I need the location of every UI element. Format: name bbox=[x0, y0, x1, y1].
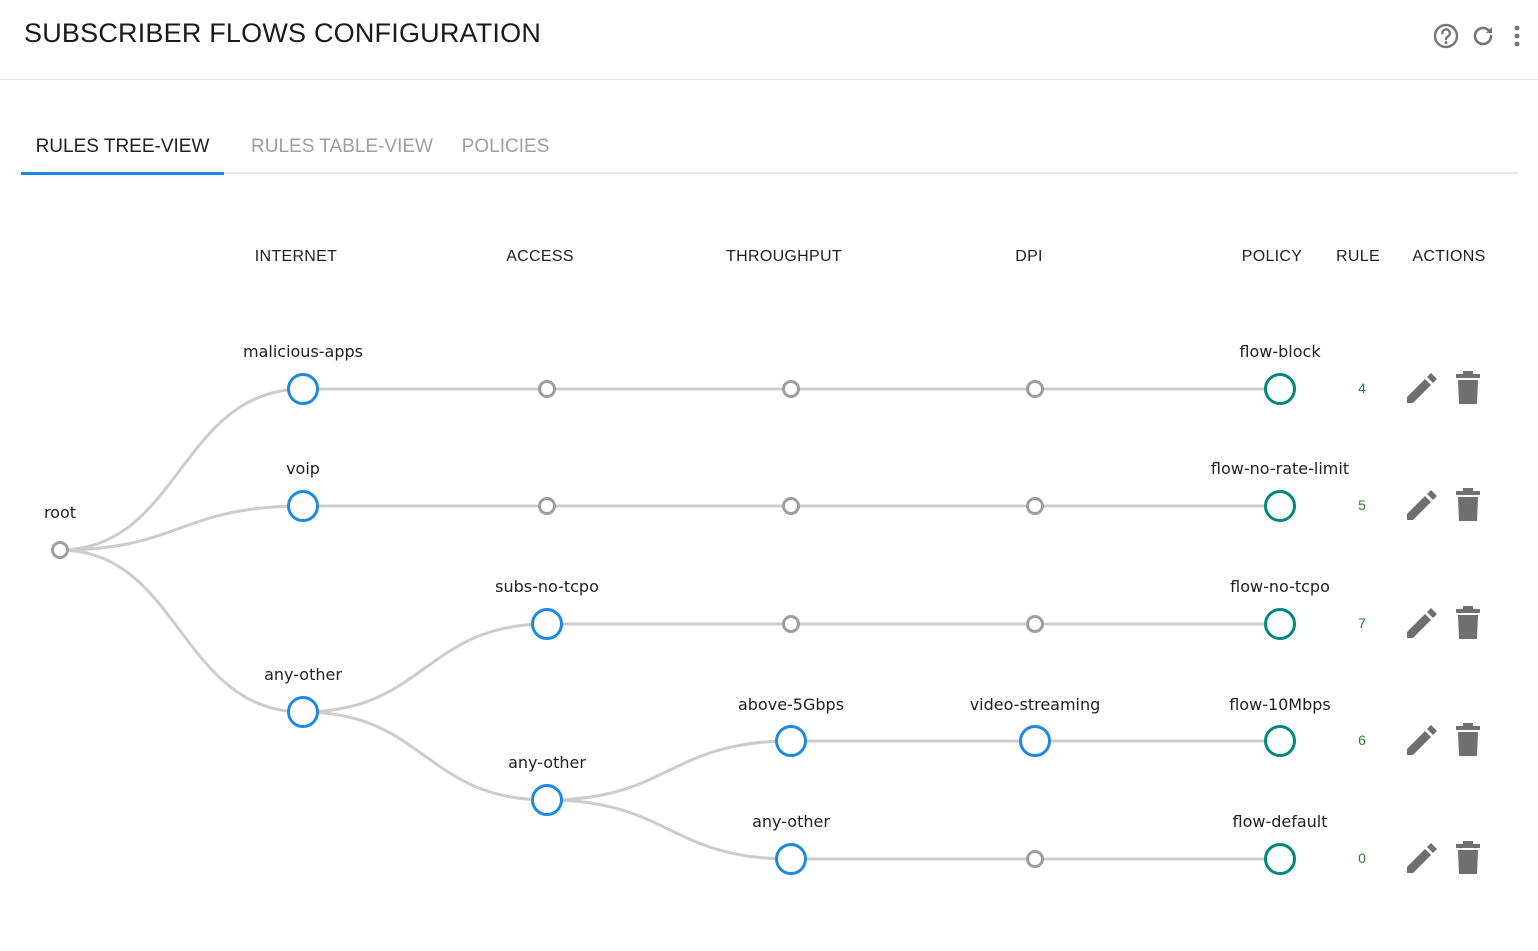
page-title: SUBSCRIBER FLOWS CONFIGURATION bbox=[24, 18, 542, 48]
rule-number: 7 bbox=[1358, 615, 1366, 631]
policy-label-flow-block: flow-block bbox=[1239, 342, 1321, 361]
trash-icon[interactable] bbox=[1456, 488, 1480, 521]
node-label-video-streaming: video-streaming bbox=[970, 695, 1101, 714]
root-label: root bbox=[44, 503, 76, 522]
policy-node-flow-no-rate-limit[interactable] bbox=[1264, 490, 1296, 522]
link-any-other-above-5gbps bbox=[546, 739, 792, 802]
trash-icon[interactable] bbox=[1456, 606, 1480, 639]
pencil-icon[interactable] bbox=[1407, 490, 1437, 520]
empty-node[interactable] bbox=[538, 497, 556, 515]
node-above-5gbps[interactable] bbox=[775, 725, 807, 757]
empty-node[interactable] bbox=[782, 615, 800, 633]
tab-policies[interactable]: POLICIES bbox=[461, 136, 550, 157]
node-label-voip: voip bbox=[286, 459, 320, 478]
node-access-any-other[interactable] bbox=[531, 784, 563, 816]
trash-icon[interactable] bbox=[1456, 371, 1480, 404]
empty-node[interactable] bbox=[1026, 850, 1044, 868]
empty-node[interactable] bbox=[538, 380, 556, 398]
rule-number: 5 bbox=[1358, 497, 1366, 513]
trash-icon[interactable] bbox=[1456, 723, 1480, 756]
policy-node-flow-default[interactable] bbox=[1264, 843, 1296, 875]
empty-node[interactable] bbox=[1026, 380, 1044, 398]
column-header-internet: INTERNET bbox=[254, 248, 338, 265]
node-label-internet-any-other: any-other bbox=[264, 665, 342, 684]
refresh-icon[interactable] bbox=[1469, 22, 1497, 50]
policy-label-flow-no-rate-limit: flow-no-rate-limit bbox=[1211, 459, 1349, 478]
tab-rules-table-view[interactable]: RULES TABLE-VIEW bbox=[251, 136, 433, 157]
policy-label-flow-10mbps: flow-10Mbps bbox=[1229, 695, 1331, 714]
more-menu-icon[interactable] bbox=[1506, 22, 1528, 50]
column-header-dpi: DPI bbox=[1015, 248, 1043, 265]
tree-links bbox=[59, 387, 1280, 861]
rule-number: 6 bbox=[1358, 732, 1366, 748]
link-root-any-other bbox=[59, 548, 304, 714]
node-label-subs-no-tcpo: subs-no-tcpo bbox=[495, 577, 599, 596]
empty-node[interactable] bbox=[1026, 497, 1044, 515]
link-any-other-subs-no-tcpo bbox=[302, 622, 548, 714]
link-root-voip bbox=[59, 504, 304, 552]
tab-bar: RULES TREE-VIEW RULES TABLE-VIEW POLICIE… bbox=[21, 128, 1518, 175]
help-icon[interactable] bbox=[1432, 22, 1460, 50]
column-header-access: ACCESS bbox=[506, 248, 574, 265]
empty-node[interactable] bbox=[782, 497, 800, 515]
pencil-icon[interactable] bbox=[1407, 725, 1437, 755]
rule-number: 4 bbox=[1358, 380, 1366, 396]
node-malicious-apps[interactable] bbox=[287, 373, 319, 405]
link-any-other-any-other bbox=[302, 710, 548, 802]
pencil-icon[interactable] bbox=[1407, 843, 1437, 873]
page-header: SUBSCRIBER FLOWS CONFIGURATION bbox=[0, 0, 1538, 80]
rule-number: 0 bbox=[1358, 850, 1366, 866]
node-label-throughput-any-other: any-other bbox=[752, 812, 830, 831]
node-throughput-any-other[interactable] bbox=[775, 843, 807, 875]
column-header-throughput: THROUGHPUT bbox=[726, 248, 842, 265]
node-label-malicious-apps: malicious-apps bbox=[243, 342, 363, 361]
trash-icon[interactable] bbox=[1456, 841, 1480, 874]
policy-label-flow-default: flow-default bbox=[1232, 812, 1327, 831]
node-subs-no-tcpo[interactable] bbox=[531, 608, 563, 640]
node-voip[interactable] bbox=[287, 490, 319, 522]
link-root-malicious-apps bbox=[59, 387, 304, 552]
root-node[interactable] bbox=[51, 541, 69, 559]
pencil-icon[interactable] bbox=[1407, 373, 1437, 403]
policy-label-flow-no-tcpo: flow-no-tcpo bbox=[1230, 577, 1330, 596]
node-label-access-any-other: any-other bbox=[508, 753, 586, 772]
empty-node[interactable] bbox=[1026, 615, 1044, 633]
pencil-icon[interactable] bbox=[1407, 608, 1437, 638]
node-internet-any-other[interactable] bbox=[287, 696, 319, 728]
tab-rules-tree-view[interactable]: RULES TREE-VIEW bbox=[21, 128, 224, 175]
link-any-other-throughput-any-other bbox=[546, 798, 792, 861]
policy-node-flow-block[interactable] bbox=[1264, 373, 1296, 405]
column-header-rule: RULE bbox=[1336, 248, 1380, 265]
empty-node[interactable] bbox=[782, 380, 800, 398]
policy-node-flow-10mbps[interactable] bbox=[1264, 725, 1296, 757]
node-video-streaming[interactable] bbox=[1019, 725, 1051, 757]
policy-node-flow-no-tcpo[interactable] bbox=[1264, 608, 1296, 640]
column-header-actions: ACTIONS bbox=[1412, 248, 1486, 265]
column-header-policy: POLICY bbox=[1241, 248, 1303, 265]
node-label-above-5gbps: above-5Gbps bbox=[738, 695, 844, 714]
